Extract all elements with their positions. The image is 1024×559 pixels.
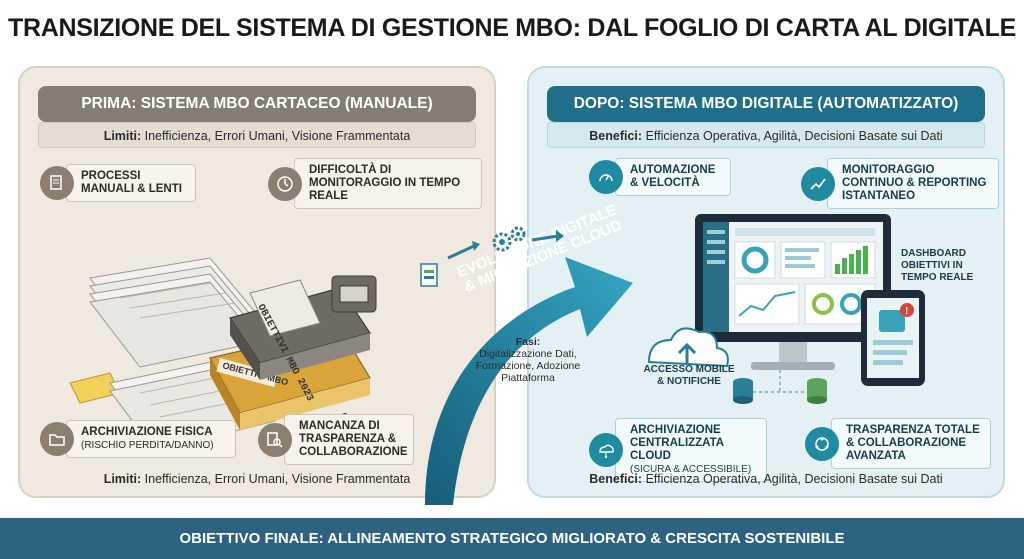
paper-stack-back	[89, 257, 261, 368]
badge-monitoraggio-continuo: MONITORAGGIO CONTINUO & REPORTING ISTANT…	[801, 158, 999, 209]
file-upload-icon	[420, 263, 438, 287]
phases-text: Fasi: Digitalizzazione Dati, Formazione,…	[468, 336, 588, 384]
gears-icon	[492, 226, 526, 252]
limits-text: Inefficienza, Errori Umani, Visione Fram…	[144, 129, 411, 143]
badge-label: MONITORAGGIO CONTINUO & REPORTING ISTANT…	[827, 158, 999, 209]
badge-label: ARCHIVIAZIONE CENTRALIZZATA CLOUD	[630, 424, 724, 462]
sticky-note	[69, 372, 121, 404]
limits-text: Inefficienza, Errori Umani, Visione Fram…	[144, 472, 411, 486]
badge-archiviazione-fisica: ARCHIVIAZIONE FISICA (RISCHIO PERDITA/DA…	[40, 420, 236, 458]
clock-icon	[268, 166, 302, 201]
paper-documents-illustration: OBIETTIVI MBO OBIETTIVI MBO 2023	[69, 257, 377, 454]
folder-icon	[40, 422, 74, 456]
monitor	[695, 214, 891, 370]
benefits-text: Efficienza Operativa, Agilità, Decisioni…	[645, 472, 943, 486]
badge-label: ARCHIVIAZIONE FISICA	[81, 426, 213, 438]
database-icons	[733, 370, 827, 404]
limits-label: Limiti:	[103, 472, 142, 486]
after-header: DOPO: SISTEMA MBO DIGITALE (AUTOMATIZZAT…	[547, 86, 985, 122]
phases-label: Fasi:	[515, 336, 541, 348]
svg-text:!: !	[905, 306, 908, 317]
benefits-text: Efficienza Operativa, Agilità, Decisioni…	[645, 129, 943, 143]
phases-list: Digitalizzazione Dati, Formazione, Adozi…	[475, 348, 581, 384]
mobile-label: ACCESSO MOBILE & NOTIFICHE	[643, 364, 735, 387]
before-header: PRIMA: SISTEMA MBO CARTACEO (MANUALE)	[38, 86, 476, 122]
collaboration-icon	[805, 426, 839, 461]
before-panel: PRIMA: SISTEMA MBO CARTACEO (MANUALE) Li…	[18, 66, 496, 498]
badge-sublabel: (RISCHIO PERDITA/DANNO)	[81, 440, 214, 451]
cloud-icon	[647, 327, 729, 368]
tablet: !	[861, 290, 925, 386]
hand-document-icon	[40, 166, 74, 200]
limits-label: Limiti:	[103, 129, 142, 143]
small-arrow-icon-2	[531, 230, 564, 242]
badge-label: TRASPARENZA TOTALE & COLLABORAZIONE AVAN…	[831, 418, 991, 469]
line-chart-icon	[801, 166, 835, 201]
cloud-network-icon	[589, 433, 623, 467]
evolution-arrow	[425, 257, 633, 505]
page-title: TRANSIZIONE DEL SISTEMA DI GESTIONE MBO:…	[7, 14, 1017, 42]
badge-label: AUTOMAZIONE & VELOCITÀ	[615, 158, 731, 196]
after-benefits-top: Benefici: Efficienza Operativa, Agilità,…	[547, 122, 985, 148]
benefits-label: Benefici:	[589, 129, 643, 143]
small-arrow-icon	[447, 241, 480, 260]
before-limits-top: Limiti: Inefficienza, Errori Umani, Visi…	[38, 122, 476, 148]
badge-processi-manuali: PROCESSI MANUALI & LENTI	[40, 164, 196, 202]
badge-monitoraggio: DIFFICOLTÀ DI MONITORAGGIO IN TEMPO REAL…	[268, 158, 482, 209]
badge-label: PROCESSI MANUALI & LENTI	[66, 164, 196, 202]
archive-box	[331, 275, 377, 313]
benefits-label: Benefici:	[589, 472, 643, 486]
badge-label: MANCANZA DI TRASPARENZA & COLLABORAZIONE	[284, 414, 414, 465]
badge-automazione: AUTOMAZIONE & VELOCITÀ	[589, 158, 731, 196]
speedometer-icon	[589, 160, 623, 194]
before-limits-bottom: Limiti: Inefficienza, Errori Umani, Visi…	[38, 466, 476, 492]
badge-trasparenza-totale: TRASPARENZA TOTALE & COLLABORAZIONE AVAN…	[805, 418, 991, 469]
after-benefits-bottom: Benefici: Efficienza Operativa, Agilità,…	[547, 466, 985, 492]
footer-goal: OBIETTIVO FINALE: ALLINEAMENTO STRATEGIC…	[0, 518, 1024, 559]
badge-archiviazione-cloud: ARCHIVIAZIONE CENTRALIZZATA CLOUD (SICUR…	[589, 418, 767, 482]
binder-grey	[229, 279, 371, 380]
badge-trasparenza: MANCANZA DI TRASPARENZA & COLLABORAZIONE	[258, 414, 414, 465]
dashboard-label: DASHBOARD OBIETTIVI IN TEMPO REALE	[901, 248, 974, 283]
search-document-icon	[258, 422, 292, 457]
badge-sublabel: (SICURA & ACCESSIBILE)	[630, 464, 752, 475]
after-panel: DOPO: SISTEMA MBO DIGITALE (AUTOMATIZZAT…	[527, 66, 1005, 498]
badge-label: DIFFICOLTÀ DI MONITORAGGIO IN TEMPO REAL…	[294, 158, 482, 209]
digital-dashboard-illustration: !	[647, 214, 925, 404]
